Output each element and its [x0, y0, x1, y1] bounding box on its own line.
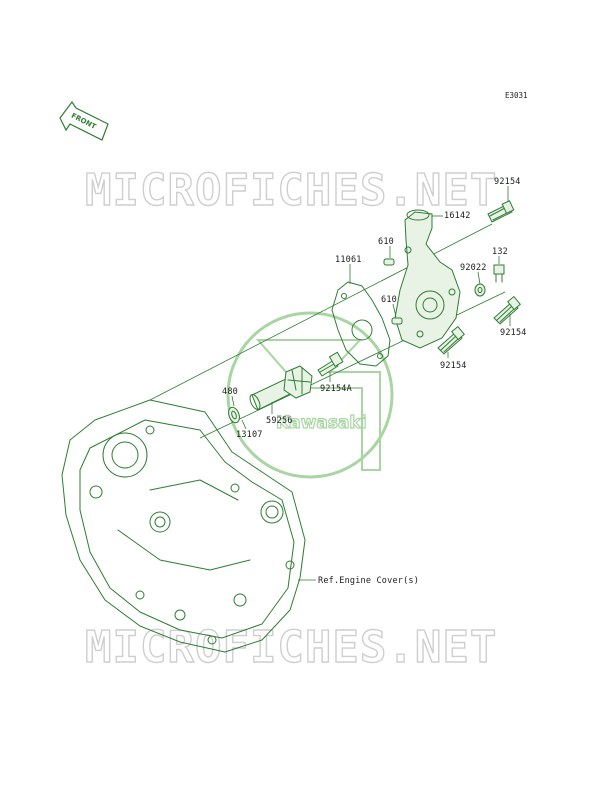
engine-cover	[61, 399, 306, 653]
ref-engine-cover-label: Ref.Engine Cover(s)	[318, 576, 419, 586]
part-16142-pump-cover	[394, 209, 461, 349]
part-92154-bolt-right	[493, 295, 521, 325]
part-480-seal	[228, 406, 240, 424]
part-label-92154-bottom: 92154	[440, 361, 467, 371]
front-arrow-icon: FRONT	[59, 100, 109, 141]
watermark-bottom: MICROFICHES.NET	[85, 622, 497, 673]
part-92022-washer	[474, 283, 486, 297]
part-label-13107: 13107	[236, 430, 263, 440]
part-label-92022: 92022	[460, 263, 487, 273]
part-label-16142: 16142	[444, 211, 471, 221]
part-610-dowel-top	[383, 258, 395, 266]
part-label-92154-top: 92154	[494, 177, 521, 187]
alignment-line-1	[149, 223, 493, 401]
part-11061-gasket	[331, 281, 391, 367]
part-92154A-bolt	[317, 351, 344, 377]
part-label-11061: 11061	[335, 255, 362, 265]
part-610-dowel-bottom	[391, 317, 403, 325]
part-92154-bolt-top	[487, 200, 515, 223]
part-label-92154-right: 92154	[500, 328, 527, 338]
diagram-code: E3031	[505, 91, 528, 100]
part-label-132: 132	[492, 247, 508, 257]
logo-text: Kawasaki	[276, 413, 367, 433]
part-label-610-top: 610	[378, 237, 394, 247]
part-label-59256: 59256	[266, 416, 293, 426]
watermark-top: MICROFICHES.NET	[85, 165, 497, 216]
part-label-480: 480	[222, 387, 238, 397]
part-label-610-bottom: 610	[381, 295, 397, 305]
kawasaki-logo: Kawasaki	[226, 311, 394, 479]
part-132-bolt	[493, 264, 505, 283]
part-label-92154A: 92154A	[320, 384, 352, 394]
part-59256-impeller-shaft	[249, 365, 313, 411]
part-92154-bolt-bottom	[437, 325, 465, 355]
